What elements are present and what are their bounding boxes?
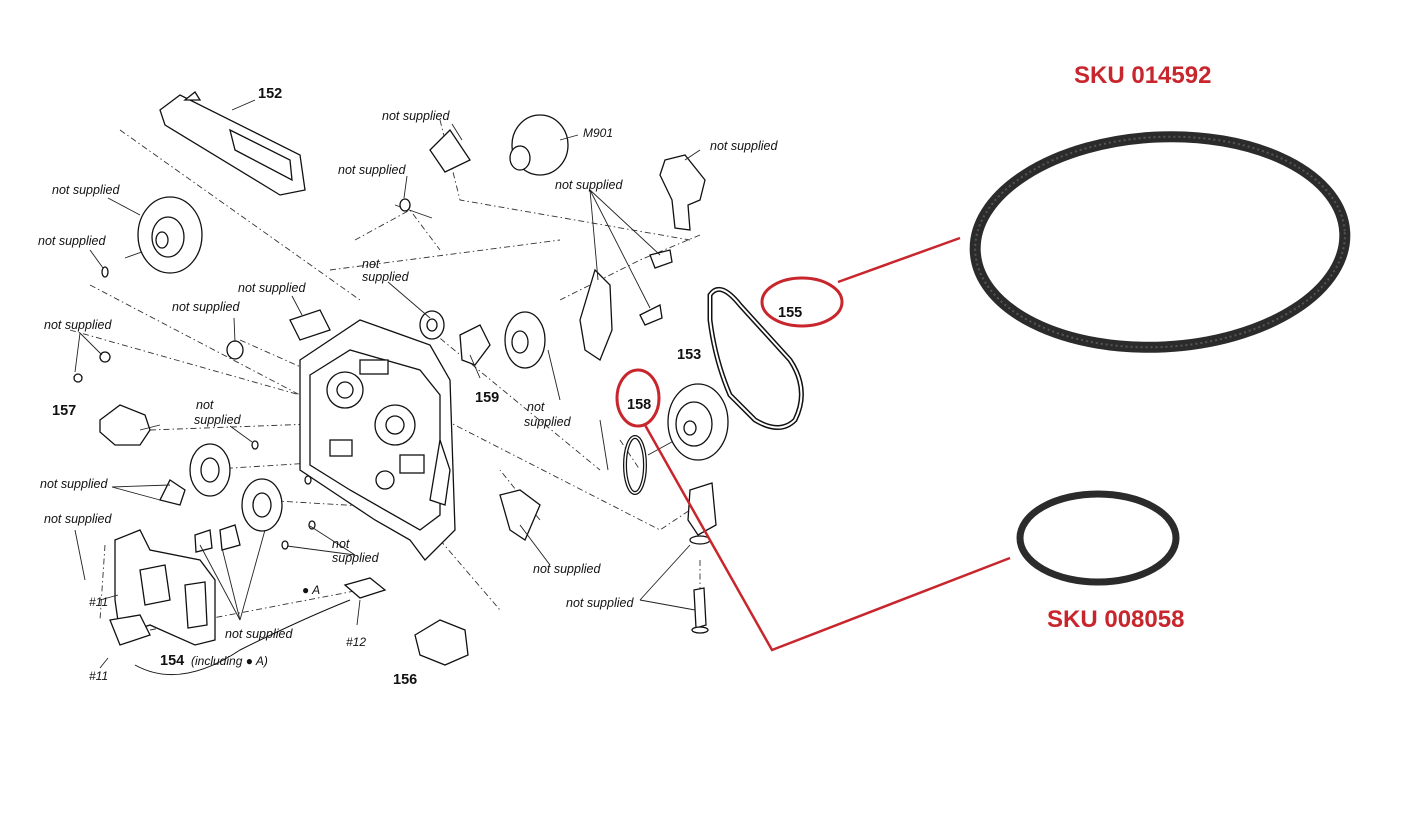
label-not-supplied-11: not supplied	[44, 512, 112, 526]
label-not: not	[362, 257, 380, 271]
label-not-supplied-4: not supplied	[555, 178, 623, 192]
label-not-supplied-9: not supplied	[44, 318, 112, 332]
label-not-3: not	[196, 398, 214, 412]
reel-gears-left	[73, 340, 316, 553]
label-supplied-4: supplied	[332, 551, 380, 565]
label-156: 156	[393, 672, 417, 688]
belt-155-diagram	[707, 286, 804, 430]
label-not-supplied-10: not supplied	[40, 477, 108, 491]
label-not-supplied-12: not supplied	[533, 562, 601, 576]
label-screw-12: #12	[346, 635, 366, 649]
belt-photo-small	[1016, 490, 1180, 586]
label-m901: M901	[583, 126, 613, 140]
part-157	[99, 404, 161, 446]
part-154-plate	[109, 529, 216, 646]
lever-assembly-right	[579, 154, 706, 361]
leader-155-to-sku	[837, 236, 961, 284]
label-not-supplied-7: not supplied	[238, 281, 306, 295]
label-screw-11-lower: #11	[89, 669, 108, 683]
part-159-gear	[419, 310, 546, 369]
label-not-supplied-1: not supplied	[382, 109, 450, 123]
circle-158	[615, 368, 661, 428]
sku-callouts: SKU 014592 SKU 008058	[1047, 62, 1211, 633]
label-154: 154	[160, 653, 184, 669]
label-not-supplied-5: not supplied	[52, 183, 120, 197]
part-a-clip	[134, 489, 541, 676]
label-leaders	[74, 99, 701, 669]
flywheel-153	[647, 383, 729, 461]
label-not-supplied-2: not supplied	[710, 139, 778, 153]
spindle-assembly	[687, 482, 717, 634]
leader-158-to-sku	[643, 424, 1011, 652]
sku-label-small-belt: SKU 008058	[1047, 606, 1184, 633]
label-not-supplied-8: not supplied	[172, 300, 240, 314]
label-158: 158	[627, 397, 651, 413]
part-152-bracket	[159, 91, 306, 196]
label-not-supplied-13: not supplied	[566, 596, 634, 610]
label-supplied: supplied	[362, 270, 410, 284]
label-supplied-2: supplied	[524, 415, 572, 429]
flywheel-upper-left	[101, 196, 203, 278]
label-supplied-3: supplied	[194, 413, 242, 427]
label-155: 155	[778, 305, 802, 321]
label-153: 153	[677, 347, 701, 363]
circle-155	[760, 276, 844, 328]
label-not-2: not	[527, 400, 545, 414]
red-callouts	[615, 236, 1011, 652]
label-screw-11-upper: #11	[89, 595, 108, 609]
belt-158-diagram	[623, 435, 647, 495]
label-not-supplied-6: not supplied	[38, 234, 106, 248]
label-ref-a: ● A	[302, 583, 320, 597]
label-154-note: (including ● A)	[191, 654, 268, 668]
label-not-supplied-3: not supplied	[338, 163, 406, 177]
main-chassis	[289, 309, 456, 561]
label-not-4: not	[332, 537, 350, 551]
label-not-supplied-14: not supplied	[225, 627, 293, 641]
motor-m901	[394, 114, 569, 219]
labels: 152 not supplied M901 not supplied not s…	[38, 86, 802, 688]
sku-label-large-belt: SKU 014592	[1074, 62, 1211, 89]
part-156	[414, 619, 469, 666]
belt-photo-large	[969, 131, 1351, 353]
label-159: 159	[475, 390, 499, 406]
label-157: 157	[52, 403, 76, 419]
label-152: 152	[258, 86, 282, 102]
